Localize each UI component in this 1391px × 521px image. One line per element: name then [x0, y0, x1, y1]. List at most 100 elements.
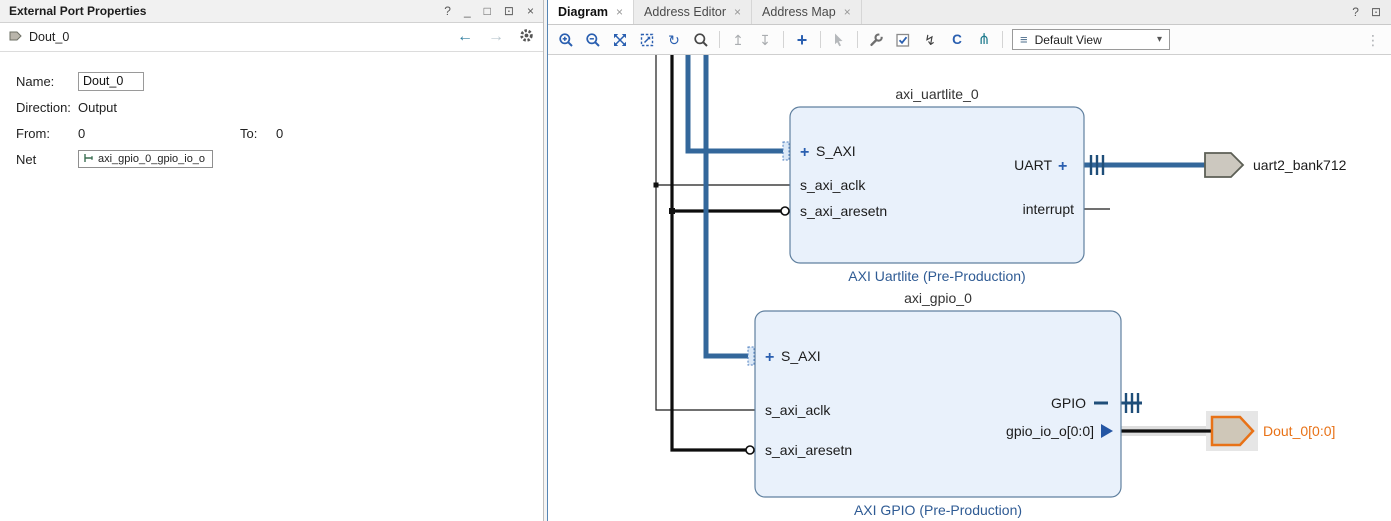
- zoom-fit-icon[interactable]: [611, 31, 629, 49]
- selected-object-name: Dout_0: [29, 30, 70, 44]
- block-axi-uartlite-0[interactable]: axi_uartlite_0 + S_AXI s_axi_aclk s_axi_…: [780, 86, 1105, 284]
- wire-axi-bus-to-gpio[interactable]: [703, 55, 753, 359]
- zoom-out-icon[interactable]: [584, 31, 602, 49]
- from-value: 0: [78, 125, 86, 141]
- gpio-bus-ticks-icon: [1124, 393, 1140, 413]
- uartlite-block-body[interactable]: [789, 106, 1085, 264]
- active-low-bubble-icon: [745, 445, 755, 455]
- settings-wrench-icon[interactable]: [867, 31, 885, 49]
- interface-connections-icon[interactable]: ⋔: [977, 31, 991, 48]
- net-row: Net axi_gpio_0_gpio_io_o: [16, 146, 543, 172]
- view-selector[interactable]: ≡ Default View ▾: [1012, 29, 1170, 50]
- name-label: Name:: [16, 73, 55, 89]
- range-row: From: 0 To: 0: [16, 120, 543, 146]
- gpio-instance-name[interactable]: axi_gpio_0: [904, 290, 972, 306]
- chevron-down-icon: ▾: [1156, 34, 1162, 45]
- block-design-svg: axi_uartlite_0 + S_AXI s_axi_aclk s_axi_…: [653, 55, 1347, 518]
- regenerate-layout-icon[interactable]: C: [952, 31, 962, 47]
- run-automation-icon[interactable]: [830, 31, 848, 49]
- gpio-port-gpio-io-o[interactable]: gpio_io_o[0:0]: [1006, 423, 1094, 439]
- panel-window-controls: ? _ □ ⊡ ×: [444, 4, 534, 18]
- plus-expand-icon[interactable]: +: [765, 349, 774, 366]
- back-arrow-icon[interactable]: ←: [457, 28, 473, 45]
- uartlite-s-axi-expand-handle[interactable]: [782, 141, 790, 161]
- gpio-port-s-axi[interactable]: S_AXI: [781, 348, 821, 364]
- close-icon[interactable]: ×: [616, 5, 624, 19]
- close-icon[interactable]: ×: [526, 4, 534, 18]
- layers-icon: ≡: [1020, 32, 1028, 47]
- wire-aresetn-to-gpio[interactable]: [670, 55, 746, 452]
- from-label: From:: [16, 125, 50, 141]
- tab-address-editor-label: Address Editor: [644, 5, 727, 19]
- close-icon[interactable]: ×: [734, 5, 742, 19]
- net-link[interactable]: axi_gpio_0_gpio_io_o: [78, 150, 214, 168]
- gpio-port-gpio[interactable]: GPIO: [1051, 395, 1086, 411]
- subheader-actions: ← →: [457, 28, 534, 46]
- autofit-selection-icon[interactable]: ↻: [668, 31, 680, 48]
- diagram-panel: Diagram × Address Editor × Address Map ×…: [547, 0, 1391, 521]
- expand-hierarchy-icon[interactable]: ↧: [759, 31, 771, 48]
- tab-address-editor[interactable]: Address Editor ×: [634, 0, 753, 24]
- name-input[interactable]: [78, 71, 144, 91]
- properties-form: Name: Direction: Output From: 0 To: 0 Ne…: [0, 52, 543, 172]
- collapse-hierarchy-icon[interactable]: ↥: [732, 31, 744, 48]
- validate-design-icon[interactable]: [894, 31, 912, 49]
- uartlite-port-s-axi[interactable]: S_AXI: [816, 143, 856, 159]
- uartlite-port-interrupt[interactable]: interrupt: [1023, 201, 1074, 217]
- external-port-uart2-bank712[interactable]: uart2_bank712: [1204, 152, 1347, 178]
- plus-expand-icon[interactable]: +: [1058, 158, 1067, 175]
- net-label: Net: [16, 151, 37, 167]
- tab-diagram[interactable]: Diagram ×: [548, 0, 635, 24]
- view-selector-value: Default View: [1034, 32, 1102, 47]
- plus-expand-icon[interactable]: +: [800, 144, 809, 161]
- uartlite-port-s-axi-aclk[interactable]: s_axi_aclk: [800, 177, 866, 193]
- close-icon[interactable]: ×: [843, 5, 851, 19]
- direction-row: Direction: Output: [16, 94, 543, 120]
- to-value: 0: [276, 125, 284, 141]
- float-icon[interactable]: ⊡: [503, 4, 514, 18]
- zoom-to-selection-icon[interactable]: [638, 31, 656, 49]
- uartlite-port-uart[interactable]: UART: [1014, 157, 1052, 173]
- search-icon[interactable]: [692, 31, 710, 49]
- net-value: axi_gpio_0_gpio_io_o: [98, 153, 206, 165]
- float-window-icon[interactable]: ⊡: [1370, 5, 1381, 19]
- wire-axi-bus-to-uartlite[interactable]: [685, 55, 788, 154]
- gpio-port-s-axi-aclk[interactable]: s_axi_aclk: [765, 402, 831, 418]
- toolbar-separator: [1002, 31, 1003, 48]
- uartlite-instance-name[interactable]: axi_uartlite_0: [895, 86, 978, 102]
- document-tabbar: Diagram × Address Editor × Address Map ×…: [548, 0, 1391, 25]
- gpio-block-body[interactable]: [754, 310, 1122, 498]
- tab-address-map-label: Address Map: [762, 5, 836, 19]
- direction-label: Direction:: [16, 99, 71, 115]
- gear-icon[interactable]: [519, 28, 534, 46]
- block-axi-gpio-0[interactable]: axi_gpio_0 + S_AXI s_axi_aclk s_axi_ares…: [745, 290, 1140, 518]
- net-icon: [83, 153, 93, 166]
- forward-arrow-icon[interactable]: →: [488, 28, 504, 45]
- external-port-dout-0[interactable]: Dout_0[0:0]: [1210, 415, 1335, 447]
- toolbar-overflow-icon[interactable]: ⋮: [1366, 31, 1380, 48]
- tab-address-map[interactable]: Address Map ×: [752, 0, 862, 24]
- gpio-port-s-axi-aresetn[interactable]: s_axi_aresetn: [765, 442, 852, 458]
- wire-aclk-to-gpio[interactable]: [655, 55, 755, 411]
- uart-bus-ticks-icon: [1089, 155, 1105, 175]
- selected-object-header: Dout_0 ← →: [0, 23, 543, 52]
- dout-port-shape[interactable]: [1210, 415, 1255, 447]
- dout-port-label[interactable]: Dout_0[0:0]: [1263, 423, 1335, 439]
- diagram-canvas[interactable]: axi_uartlite_0 + S_AXI s_axi_aclk s_axi_…: [548, 55, 1391, 521]
- uartlite-port-s-axi-aresetn[interactable]: s_axi_aresetn: [800, 203, 887, 219]
- uart2-port-shape[interactable]: [1204, 152, 1245, 178]
- help-icon[interactable]: ?: [1352, 5, 1359, 19]
- add-ip-icon[interactable]: +: [796, 29, 808, 50]
- gpio-s-axi-expand-handle[interactable]: [747, 346, 755, 366]
- zoom-in-icon[interactable]: [557, 31, 575, 49]
- optimize-routing-icon[interactable]: ↯: [924, 31, 936, 48]
- gpio-ip-caption: AXI GPIO (Pre-Production): [854, 502, 1022, 518]
- minimize-icon[interactable]: _: [463, 4, 471, 18]
- toolbar-separator: [719, 31, 720, 48]
- maximize-icon[interactable]: □: [483, 4, 491, 18]
- diagram-toolbar: ↻ ↥ ↧ + ↯ C ⋔ ≡: [548, 25, 1391, 55]
- help-icon[interactable]: ?: [444, 4, 451, 18]
- panel-splitter[interactable]: [544, 0, 547, 521]
- uart2-port-label[interactable]: uart2_bank712: [1253, 157, 1347, 173]
